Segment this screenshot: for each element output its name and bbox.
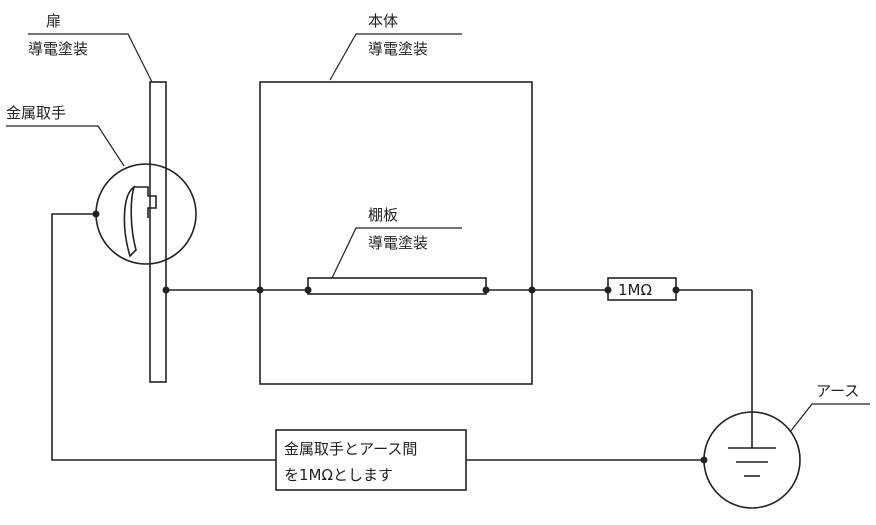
label-body-coating: 導電塗装	[368, 40, 428, 58]
metal-handle-shape	[123, 185, 157, 258]
shelf-board	[307, 277, 487, 295]
node-body-right	[528, 286, 536, 294]
body-cabinet	[259, 81, 533, 385]
node-shelf-right	[482, 286, 490, 294]
node-shelf-left	[304, 286, 312, 294]
leader-shelf	[331, 227, 462, 279]
note-box	[275, 429, 467, 491]
label-body: 本体	[368, 12, 398, 30]
label-resistor: 1MΩ	[618, 281, 652, 299]
leader-door	[28, 33, 153, 83]
node-earth	[700, 456, 708, 464]
note-line-1: 金属取手とアース間	[284, 440, 417, 458]
node-body-left	[256, 286, 264, 294]
leader-body	[329, 33, 462, 81]
node-resistor-left	[604, 286, 612, 294]
leader-earth	[789, 403, 870, 433]
label-shelf: 棚板	[368, 206, 398, 224]
label-door: 扉	[46, 12, 61, 30]
label-earth: アース	[816, 382, 859, 400]
label-shelf-coating: 導電塗装	[368, 234, 428, 252]
label-metal-handle: 金属取手	[6, 104, 66, 122]
note-line-2: を1MΩとします	[284, 466, 393, 484]
node-handle	[92, 210, 100, 218]
node-resistor-right	[672, 286, 680, 294]
label-door-coating: 導電塗装	[28, 40, 88, 58]
leader-handle	[6, 125, 125, 167]
handle-detail-circle	[95, 163, 197, 265]
door-panel	[149, 81, 167, 383]
node-door	[162, 286, 170, 294]
